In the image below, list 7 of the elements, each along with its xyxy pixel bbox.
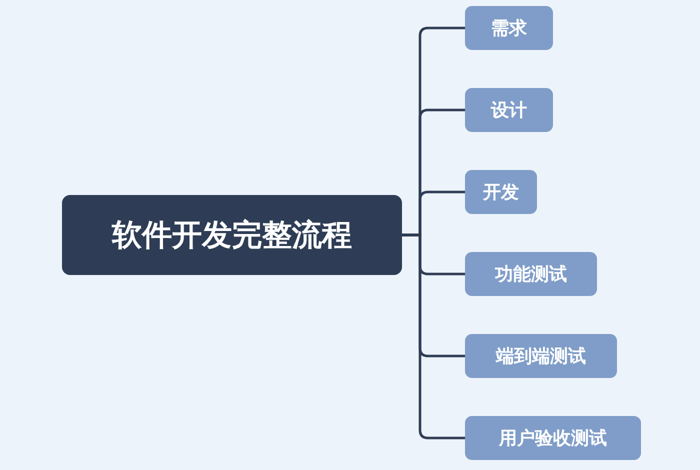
root-topic-box: 软件开发完整流程 — [62, 195, 402, 275]
subtopic-box: 端到端测试 — [465, 334, 617, 378]
subtopic-box: 设计 — [465, 88, 553, 132]
subtopic-box: 用户验收测试 — [465, 416, 641, 460]
subtopic-box: 开发 — [465, 170, 537, 214]
subtopic-box: 功能测试 — [465, 252, 597, 296]
subtopic-box: 需求 — [465, 6, 553, 50]
